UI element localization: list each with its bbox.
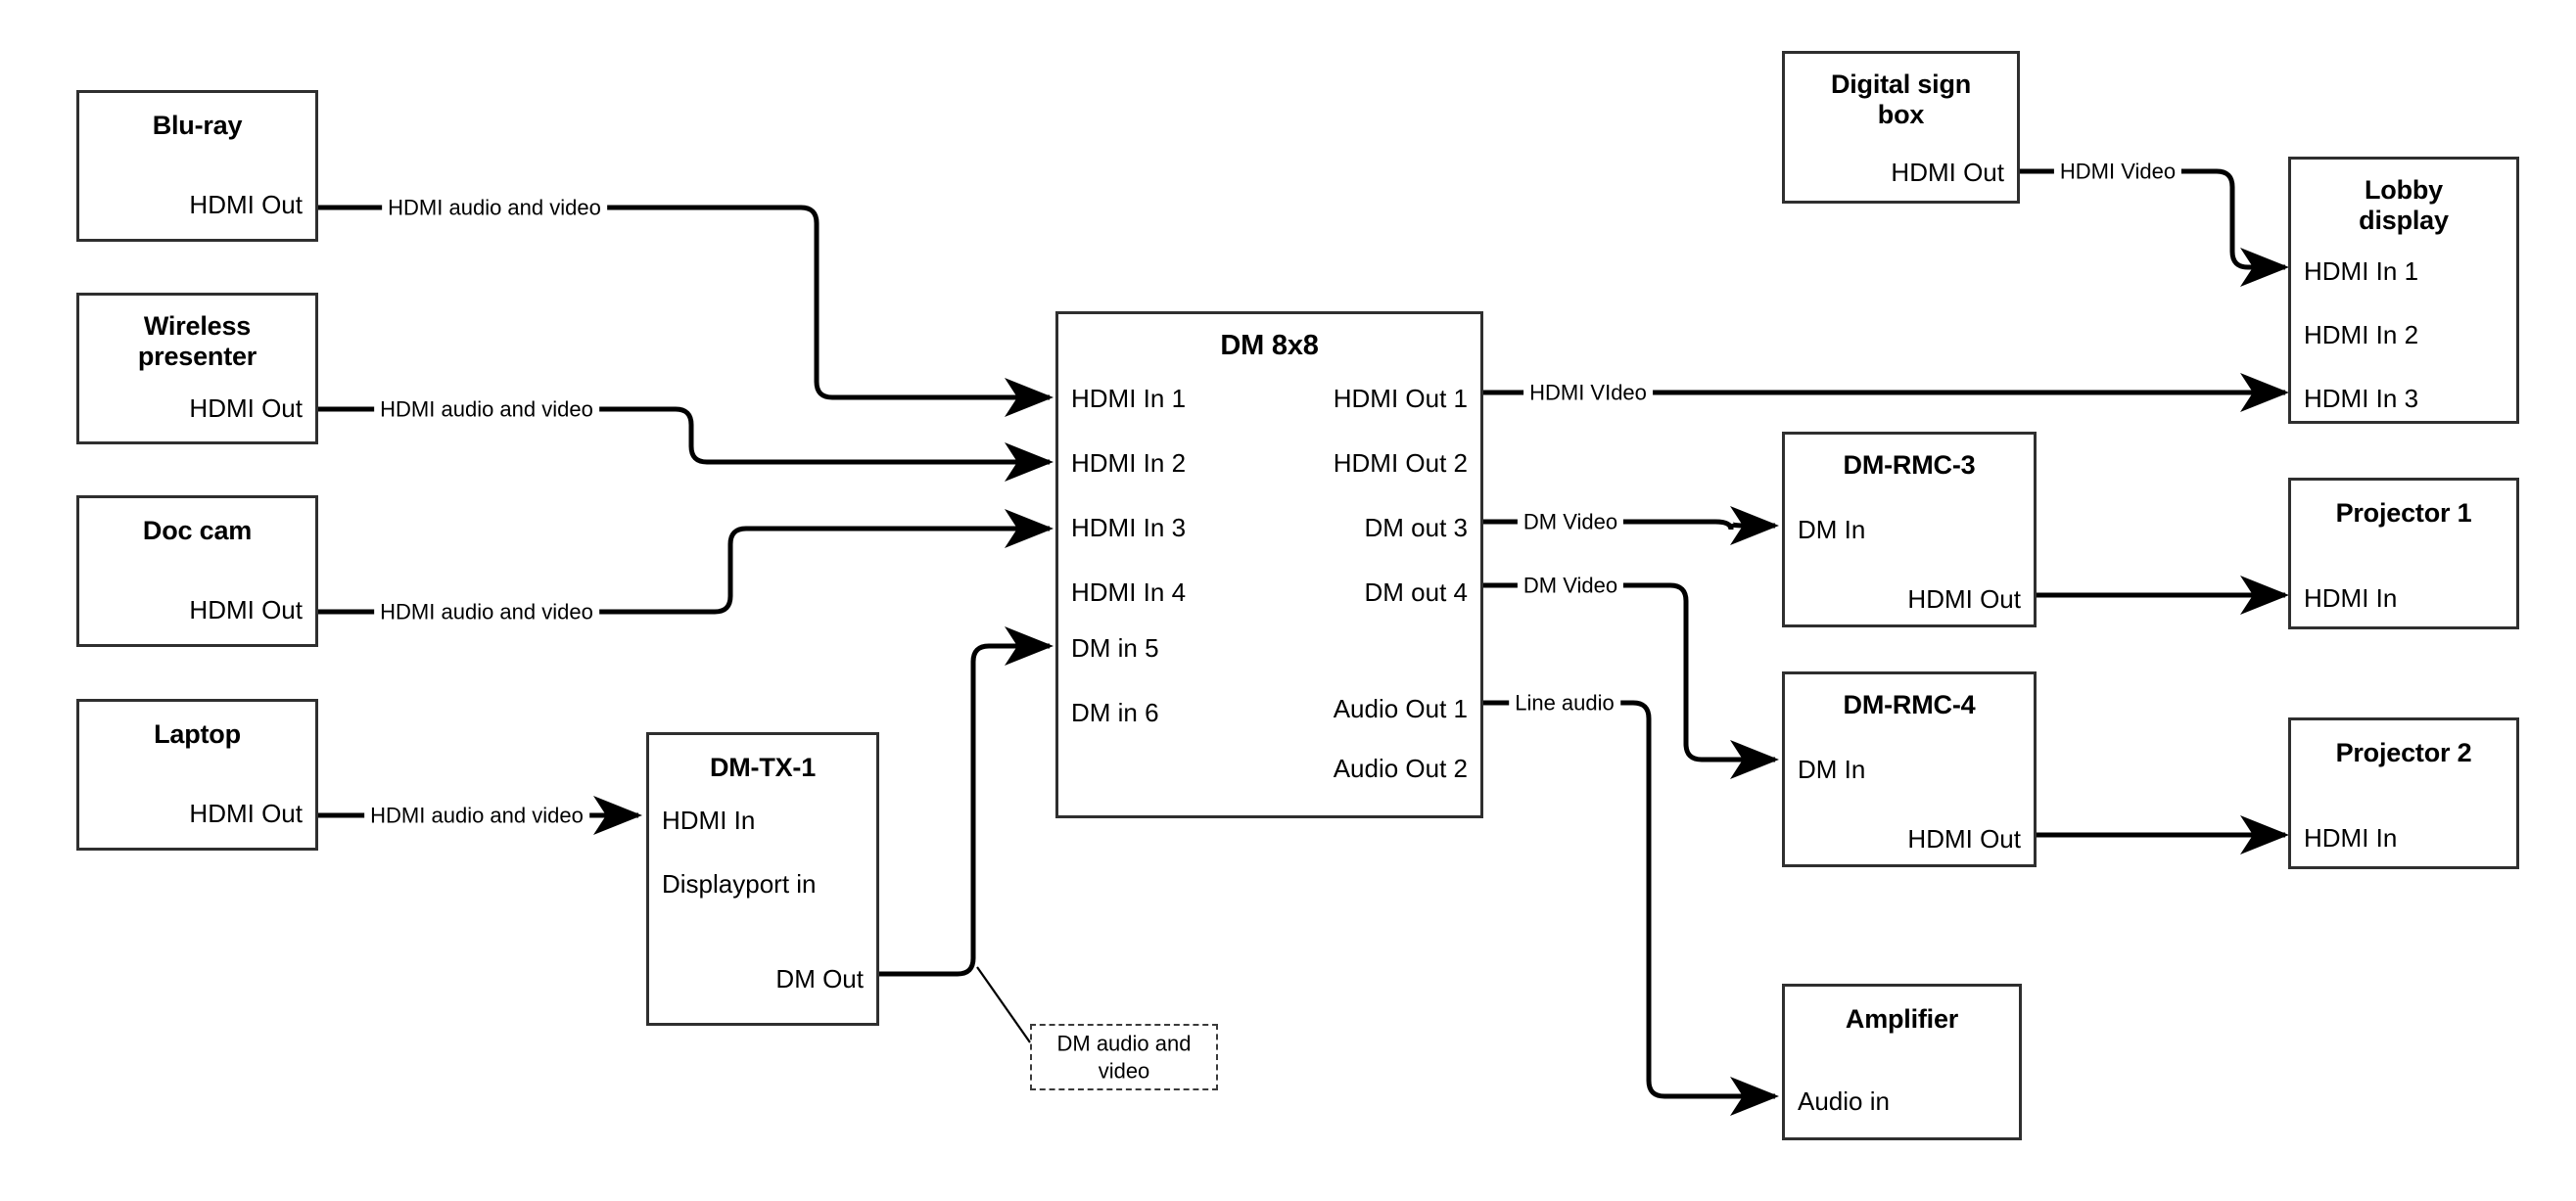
wire-label-dmout3-to-rmc3: DM Video xyxy=(1517,510,1624,533)
wireless-presenter-port-hdmi-out[interactable]: HDMI Out xyxy=(189,393,303,423)
note-dm-audio-and-video-text: DM audio and video xyxy=(1056,1031,1192,1084)
dm-8x8-output-dm-out-4[interactable]: DM out 4 xyxy=(1364,577,1469,607)
amplifier-title: Amplifier xyxy=(1845,1004,1959,1034)
dm-8x8-input-hdmi-in-3[interactable]: HDMI In 3 xyxy=(1071,513,1187,542)
wire-bluray-to-dm8x8 xyxy=(318,205,1054,417)
dm-rmc-3-port-dm-in[interactable]: DM In xyxy=(1798,515,1866,544)
node-amplifier[interactable]: Amplifier Audio in xyxy=(1782,984,2022,1140)
lobby-display-input-hdmi-in-2[interactable]: HDMI In 2 xyxy=(2304,320,2419,349)
wire-label-hdmiout1-to-lobby: HDMI VIdeo xyxy=(1523,381,1653,404)
lobby-display-input-hdmi-in-3[interactable]: HDMI In 3 xyxy=(2304,384,2419,413)
wire-label-laptop-to-dmtx1: HDMI audio and video xyxy=(364,804,589,827)
dm-8x8-output-dm-out-3[interactable]: DM out 3 xyxy=(1364,513,1469,542)
projector-2-port-hdmi-in[interactable]: HDMI In xyxy=(2304,823,2398,853)
node-doc-cam[interactable]: Doc cam HDMI Out xyxy=(76,495,318,647)
dm-8x8-input-hdmi-in-2[interactable]: HDMI In 2 xyxy=(1071,448,1187,478)
lobby-display-title: Lobby display xyxy=(2359,175,2449,236)
laptop-port-hdmi-out[interactable]: HDMI Out xyxy=(189,799,303,828)
wire-label-bluray-to-dm8x8: HDMI audio and video xyxy=(382,196,607,219)
wireless-presenter-title: Wireless presenter xyxy=(137,311,258,372)
projector-1-title: Projector 1 xyxy=(2335,498,2472,528)
dm-tx-1-port-dm-out[interactable]: DM Out xyxy=(775,964,864,993)
bluray-port-hdmi-out[interactable]: HDMI Out xyxy=(189,190,303,219)
digital-sign-box-port-hdmi-out[interactable]: HDMI Out xyxy=(1891,158,2004,187)
node-dm-rmc-4[interactable]: DM-RMC-4 DM In HDMI Out xyxy=(1782,671,2037,867)
digital-sign-box-title: Digital sign box xyxy=(1830,69,1972,130)
wire-label-doccam-to-dm8x8: HDMI audio and video xyxy=(374,600,599,624)
note-dm-audio-and-video: DM audio and video xyxy=(1030,1024,1218,1090)
laptop-title: Laptop xyxy=(154,719,241,749)
lobby-display-input-hdmi-in-1[interactable]: HDMI In 1 xyxy=(2304,256,2419,286)
dm-tx-1-title: DM-TX-1 xyxy=(709,753,817,782)
wire-dmout4-to-rmc4 xyxy=(1483,582,1780,779)
dm-8x8-title: DM 8x8 xyxy=(1220,330,1319,361)
leader-line-dm-note xyxy=(976,966,1031,1043)
node-bluray[interactable]: Blu-ray HDMI Out xyxy=(76,90,318,242)
dm-rmc-3-title: DM-RMC-3 xyxy=(1843,450,1976,480)
dm-rmc-4-port-hdmi-out[interactable]: HDMI Out xyxy=(1907,824,2021,854)
doc-cam-port-hdmi-out[interactable]: HDMI Out xyxy=(189,595,303,624)
node-laptop[interactable]: Laptop HDMI Out xyxy=(76,699,318,851)
bluray-title: Blu-ray xyxy=(152,111,243,140)
dm-8x8-input-hdmi-in-1[interactable]: HDMI In 1 xyxy=(1071,384,1187,413)
wire-label-audioout1-to-amplifier: Line audio xyxy=(1509,691,1620,715)
node-lobby-display[interactable]: Lobby display HDMI In 1 HDMI In 2 HDMI I… xyxy=(2288,157,2519,424)
dm-8x8-output-hdmi-out-1[interactable]: HDMI Out 1 xyxy=(1333,384,1468,413)
dm-8x8-output-hdmi-out-2[interactable]: HDMI Out 2 xyxy=(1333,448,1468,478)
dm-tx-1-port-displayport-in[interactable]: Displayport in xyxy=(662,869,817,899)
node-wireless-presenter[interactable]: Wireless presenter HDMI Out xyxy=(76,293,318,444)
projector-2-title: Projector 2 xyxy=(2335,738,2472,767)
doc-cam-title: Doc cam xyxy=(142,516,253,545)
dm-8x8-input-hdmi-in-4[interactable]: HDMI In 4 xyxy=(1071,577,1187,607)
wire-label-dmout4-to-rmc4: DM Video xyxy=(1517,574,1624,597)
node-dm-rmc-3[interactable]: DM-RMC-3 DM In HDMI Out xyxy=(1782,432,2037,627)
dm-8x8-input-dm-in-5[interactable]: DM in 5 xyxy=(1071,633,1159,663)
wire-dmtx1-to-dm8x8 xyxy=(879,626,1054,977)
node-dm-8x8[interactable]: DM 8x8 HDMI In 1 HDMI In 2 HDMI In 3 HDM… xyxy=(1055,311,1483,818)
amplifier-port-audio-in[interactable]: Audio in xyxy=(1798,1086,1890,1116)
dm-8x8-output-audio-out-2[interactable]: Audio Out 2 xyxy=(1333,754,1468,783)
dm-8x8-output-audio-out-1[interactable]: Audio Out 1 xyxy=(1333,694,1468,723)
wire-sign-to-lobby xyxy=(2020,168,2290,287)
wire-label-sign-to-lobby: HDMI Video xyxy=(2053,160,2182,183)
dm-rmc-3-port-hdmi-out[interactable]: HDMI Out xyxy=(1907,584,2021,614)
node-dm-tx-1[interactable]: DM-TX-1 HDMI In Displayport in DM Out xyxy=(646,732,879,1026)
dm-tx-1-port-hdmi-in[interactable]: HDMI In xyxy=(662,806,756,835)
projector-1-port-hdmi-in[interactable]: HDMI In xyxy=(2304,583,2398,613)
dm-8x8-input-dm-in-6[interactable]: DM in 6 xyxy=(1071,698,1159,727)
node-projector-1[interactable]: Projector 1 HDMI In xyxy=(2288,478,2519,629)
dm-rmc-4-port-dm-in[interactable]: DM In xyxy=(1798,755,1866,784)
wire-label-wireless-to-dm8x8: HDMI audio and video xyxy=(374,397,599,421)
node-projector-2[interactable]: Projector 2 HDMI In xyxy=(2288,717,2519,869)
wire-audioout1-to-amplifier xyxy=(1483,700,1780,1116)
dm-rmc-4-title: DM-RMC-4 xyxy=(1843,690,1976,719)
node-digital-sign-box[interactable]: Digital sign box HDMI Out xyxy=(1782,51,2020,204)
